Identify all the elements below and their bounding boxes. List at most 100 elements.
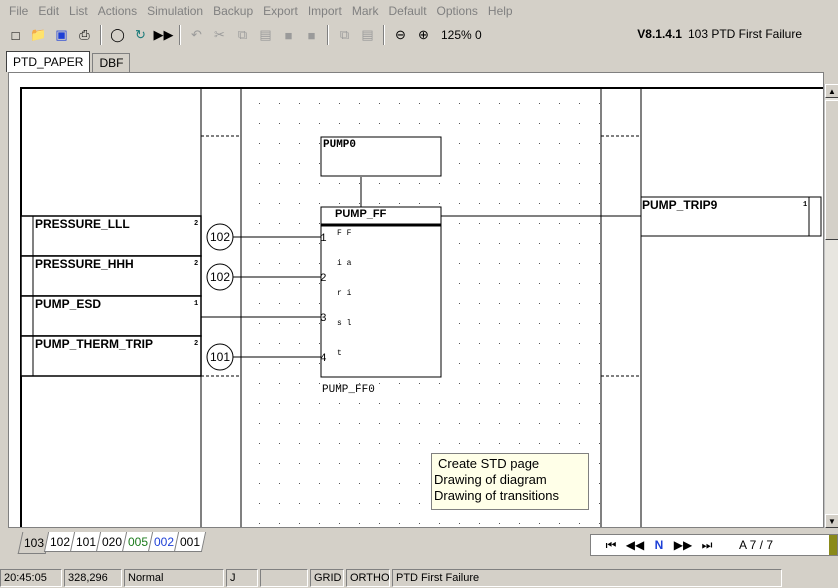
diagram-canvas[interactable]: PRESSURE_LLL 2 PRESSURE_HHH 2 PUMP_ESD 1… [8,72,824,528]
zoom-level: 125% 0 [441,28,482,42]
menu-import[interactable]: Import [307,4,342,18]
page-tab-label: 103 [24,535,45,550]
status-blank [260,569,308,587]
next-page-icon[interactable]: ▶▶ [673,538,693,552]
output-label: PUMP_TRIP9 [642,198,718,212]
menu-options[interactable]: Options [436,4,478,18]
menu-help[interactable]: Help [487,4,513,18]
ref-label: 102 [209,270,231,284]
menu-backup[interactable]: Backup [213,4,254,18]
input-block [20,335,202,377]
output-block [640,196,822,237]
page-tab-label: 020 [102,534,123,549]
status-j: J [226,569,258,587]
open-folder-icon[interactable]: 📁 [30,27,47,42]
document-title: 103 PTD First Failure [687,27,802,41]
input-block [20,215,202,257]
input-label: PRESSURE_HHH [35,257,134,271]
vertical-scrollbar[interactable]: ▲ ▼ [824,84,838,528]
refresh-icon[interactable]: ↻ [135,27,146,42]
function-block [320,206,442,378]
status-grid: GRID [310,569,344,587]
tab-dbf[interactable]: DBF [92,53,131,72]
output-sub: 1 [803,201,808,209]
note-box: Create STD page Drawing of diagram Drawi… [431,453,589,510]
function-block-text: r i [337,289,352,298]
page-tab-label: 001 [180,534,201,549]
pin-number: 3 [320,313,327,325]
first-page-icon[interactable]: ⏮ [605,537,617,552]
input-block [20,295,202,337]
paste-icon[interactable]: ▤ [259,27,272,42]
menu-bar: File Edit List Actions Simulation Backup Expor… [0,0,838,22]
undo-icon[interactable]: ↶ [191,27,202,42]
toolbar-separator [179,25,181,45]
input-label: PUMP_ESD [35,297,102,311]
input-block [20,255,202,297]
status-indicator [829,535,837,555]
save-icon[interactable]: ▣ [55,27,68,42]
function-block-text: i a [337,259,352,268]
scroll-down-icon[interactable]: ▼ [825,514,838,528]
paste-block-icon[interactable]: ■ [307,27,316,43]
page-tab-label: 005 [128,534,149,549]
menu-list[interactable]: List [69,4,88,18]
menu-file[interactable]: File [9,4,29,18]
status-bar: 20:45:05 328,296 Normal J GRID ORTHO PTD… [0,568,838,588]
find-icon[interactable]: ◯ [110,27,125,42]
menu-mark[interactable]: Mark [351,4,379,18]
top-tabs: PTD_PAPER DBF [6,51,132,72]
page-tab-label: 102 [50,534,71,549]
new-file-icon[interactable]: □ [11,27,20,43]
prev-page-icon[interactable]: ◀◀ [625,538,645,552]
last-page-icon[interactable]: ⏭ [701,537,713,552]
diagram-svg [20,87,823,527]
function-block-text: t [337,349,342,358]
page-indicator: A 7 / 7 [739,538,774,552]
zoom-out-icon[interactable]: ⊖ [395,27,406,42]
menu-actions[interactable]: Actions [97,4,138,18]
pin-number: 1 [320,233,327,245]
input-sub: 2 [194,340,199,348]
menu-export[interactable]: Export [263,4,298,18]
menu-default[interactable]: Default [388,4,427,18]
menu-simulation[interactable]: Simulation [147,4,204,18]
note-line: Create STD page [438,456,540,471]
top-block [320,136,442,177]
input-sub: 2 [194,260,199,268]
status-ortho: ORTHO [346,569,390,587]
cut-icon[interactable]: ✂ [214,27,225,42]
input-sub: 2 [194,220,199,228]
copy-icon[interactable]: ⧉ [237,27,248,42]
menu-edit[interactable]: Edit [38,4,60,18]
copy-block-icon[interactable]: ■ [284,27,293,43]
tab-ptd-paper[interactable]: PTD_PAPER [6,51,91,72]
version-title: V8.1.4.1 103 PTD First Failure [637,27,802,41]
print-icon[interactable]: ⎙ [79,27,90,42]
note-line: Drawing of diagram [434,472,547,487]
input-sub: 1 [194,300,199,308]
page-tab-001[interactable]: 001 [174,532,207,552]
scroll-up-icon[interactable]: ▲ [825,84,838,98]
status-description: PTD First Failure [392,569,782,587]
pin-number: 2 [320,273,327,285]
paste-page-icon[interactable]: ▤ [361,27,374,42]
input-label: PRESSURE_LLL [35,217,130,231]
note-line: Drawing of transitions [434,488,559,503]
run-icon[interactable]: ▶▶ [153,27,174,42]
top-block-label: PUMP0 [323,139,357,151]
ref-label: 101 [209,350,231,364]
page-tab-label: 002 [154,534,175,549]
copy-page-icon[interactable]: ⧉ [339,27,350,42]
toolbar-separator [327,25,329,45]
ref-label: 102 [209,230,231,244]
function-block-name: PUMP_FF0 [322,384,375,396]
status-mode: Normal [124,569,224,587]
zoom-in-icon[interactable]: ⊕ [418,27,429,42]
scroll-thumb[interactable] [825,100,838,240]
version-number: V8.1.4.1 [637,27,682,41]
toolbar-separator [383,25,385,45]
new-page-button[interactable]: N [654,538,664,552]
input-label: PUMP_THERM_TRIP [35,337,154,351]
